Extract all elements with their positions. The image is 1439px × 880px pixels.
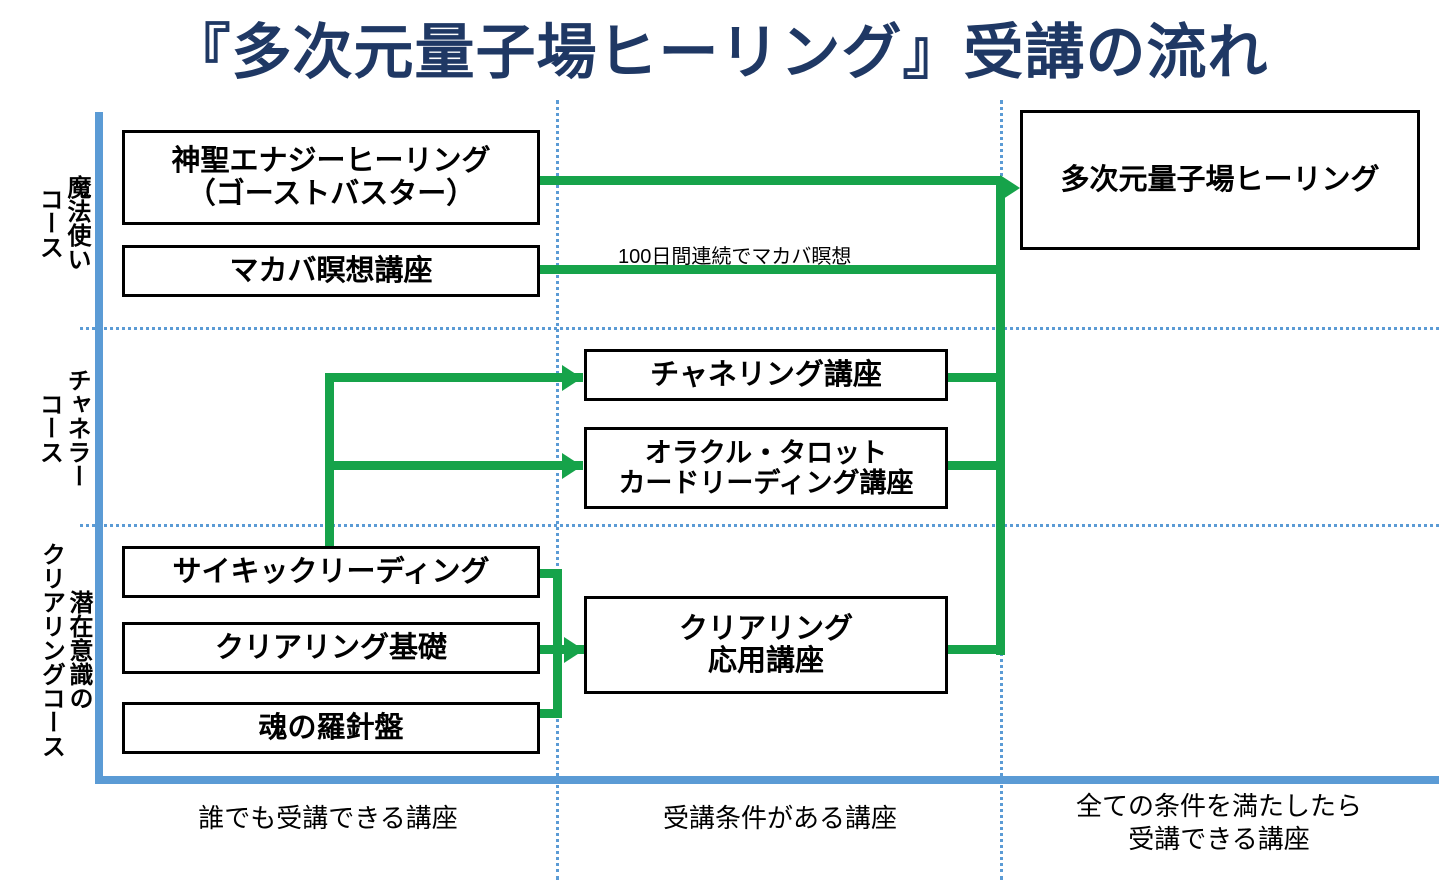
connector-psychic-to-trunk [540, 569, 562, 578]
caption-conditional: 受講条件がある講座 [662, 803, 897, 833]
box-label-channeling-course: チャネリング講座 [650, 358, 882, 391]
row-label-magic: 魔法使い コース [35, 175, 90, 271]
caption-anyone: 誰でも受講できる講座 [198, 803, 458, 833]
connector-branch-to-channeling [325, 373, 583, 382]
box-soul-compass[interactable]: 魂の羅針盤 [122, 702, 540, 754]
page-title: 『多次元量子場ヒーリング』受講の流れ [170, 19, 1269, 86]
arrowhead-into-channeling-box [562, 365, 582, 391]
box-label-oracle-tarot-course: オラクル・タロット カードリーディング講座 [618, 437, 914, 498]
box-oracle-tarot-course[interactable]: オラクル・タロット カードリーディング講座 [584, 427, 948, 509]
connector-branch-to-oracle [325, 461, 583, 470]
row-label-channeler: チャネラー コース [35, 367, 90, 488]
box-label-psychic-reading: サイキックリーディング [172, 555, 490, 588]
arrowhead-into-oracle-box [562, 453, 582, 479]
box-psychic-reading[interactable]: サイキックリーディング [122, 546, 540, 598]
box-label-makaba-meditation: マカバ瞑想講座 [229, 254, 433, 287]
vertical-axis-line [95, 112, 103, 784]
connector-left-branch-trunk [325, 373, 334, 548]
horizontal-axis-line [95, 776, 1439, 784]
box-clearing-advanced[interactable]: クリアリング 応用講座 [584, 596, 948, 694]
row-divider-channeler-subconscious [80, 524, 1439, 527]
arrowhead-into-final-box [1000, 175, 1020, 201]
annotation-makaba-condition: 100日間連続でマカバ瞑想 [618, 246, 852, 268]
row-divider-magic-channeler [80, 327, 1439, 330]
column-divider-1 [556, 100, 559, 880]
box-multidimensional-quantum-field-healing[interactable]: 多次元量子場ヒーリング [1020, 110, 1420, 250]
box-label-shinsei-energy-healing: 神聖エナジーヒーリング （ゴーストバスター） [171, 145, 491, 210]
caption-final: 全ての条件を満たしたら 受講できる講座 [1075, 791, 1362, 854]
connector-channeling-to-trunk [948, 373, 1001, 382]
box-label-clearing-basic: クリアリング基礎 [214, 631, 447, 664]
connector-clearing-advanced-to-trunk [948, 645, 1001, 654]
box-label-clearing-advanced: クリアリング 応用講座 [678, 612, 853, 677]
box-label-multidimensional-quantum-field-healing: 多次元量子場ヒーリング [1060, 163, 1380, 196]
connector-bottom-trio-trunk [553, 569, 562, 714]
arrowhead-into-clearing-advanced-box [564, 637, 584, 663]
connector-oracle-to-trunk [948, 461, 1001, 470]
connector-soul-compass-to-trunk [540, 709, 562, 718]
connector-clearing-basic-to-advanced [540, 645, 585, 654]
box-shinsei-energy-healing[interactable]: 神聖エナジーヒーリング （ゴーストバスター） [122, 130, 540, 225]
box-clearing-basic[interactable]: クリアリング基礎 [122, 622, 540, 674]
box-channeling-course[interactable]: チャネリング講座 [584, 349, 948, 401]
box-makaba-meditation[interactable]: マカバ瞑想講座 [122, 245, 540, 297]
connector-shinsei-to-final [540, 176, 1002, 185]
row-label-subconscious: 潜在意識の クリアリングコース [37, 542, 92, 758]
box-label-soul-compass: 魂の羅針盤 [258, 711, 404, 744]
connector-makaba-to-trunk [540, 265, 1001, 274]
connector-right-trunk [996, 180, 1005, 655]
